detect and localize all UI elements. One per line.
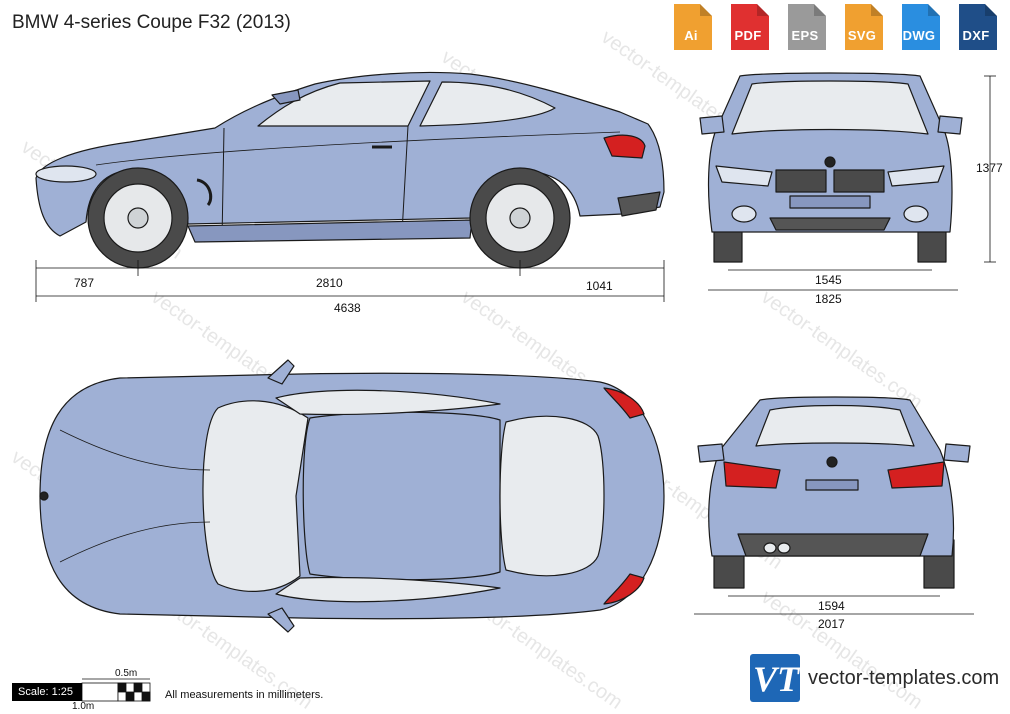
rear-taillight-right: [887, 461, 945, 489]
page-title: BMW 4-series Coupe F32 (2013): [12, 12, 291, 33]
side-headlight: [35, 165, 97, 183]
front-fog-right: [903, 205, 929, 223]
brand-logo-text: VT: [753, 659, 800, 699]
scale-label: Scale: 1:25: [12, 683, 82, 701]
side-shoulder-line: [95, 131, 621, 166]
side-view: [35, 71, 665, 269]
side-taillight: [603, 134, 646, 159]
format-ai-button[interactable]: Ai: [670, 4, 712, 50]
side-rocker: [187, 219, 473, 243]
rear-logo: [826, 456, 838, 468]
rear-overhang-label: 1041: [586, 279, 613, 293]
height-label: 1377: [976, 161, 1003, 175]
format-dxf-button[interactable]: DXF: [955, 4, 997, 50]
top-view: [39, 359, 665, 633]
rear-mirror-right: [943, 443, 971, 463]
measurement-note: All measurements in millimeters.: [165, 689, 324, 701]
format-dwg-button[interactable]: DWG: [898, 4, 940, 50]
front-headlight-right: [887, 165, 945, 187]
wheelbase-label: 2810: [316, 276, 343, 290]
width-label: 1825: [815, 292, 842, 306]
format-pdf-label: PDF: [734, 28, 762, 43]
front-headlight-left: [715, 165, 773, 187]
scale-bar: [81, 678, 151, 702]
file-icon: [845, 4, 883, 50]
top-side-glass-upper: [275, 389, 501, 416]
format-svg-button[interactable]: SVG: [841, 4, 883, 50]
file-icon: [788, 4, 826, 50]
front-dimensions: [708, 75, 996, 291]
scale-one-meter-label: 1.0m: [72, 701, 95, 712]
watermark: vector-templates.com: [757, 286, 926, 414]
file-icon: [902, 4, 940, 50]
front-kidney-grille-right: [833, 169, 885, 193]
rear-dimensions: [694, 595, 974, 615]
format-dxf-label: DXF: [962, 28, 990, 43]
top-mirror-lower: [267, 607, 295, 633]
brand-logo[interactable]: VT: [750, 654, 800, 702]
rear-mirror-left: [697, 443, 725, 463]
top-hood-lines: [59, 429, 211, 563]
top-windshield: [202, 400, 309, 592]
front-mirror-right: [937, 115, 963, 135]
top-rear-window: [499, 415, 605, 577]
format-svg-label: SVG: [847, 28, 877, 43]
file-icon: [731, 4, 769, 50]
front-view: [699, 72, 963, 263]
front-lower-intake: [769, 217, 891, 231]
side-air-breather: [196, 178, 213, 206]
format-dwg-label: DWG: [902, 28, 936, 43]
front-overhang-label: 787: [74, 276, 94, 290]
top-mirror-upper: [267, 359, 295, 385]
top-front-logo: [39, 491, 49, 501]
front-logo: [824, 156, 836, 168]
side-rear-bumper: [617, 191, 661, 217]
front-plate: [789, 195, 871, 209]
format-eps-button[interactable]: EPS: [784, 4, 826, 50]
top-taillight-upper: [603, 387, 645, 419]
width-mirrors-label: 2017: [818, 617, 845, 631]
rear-window: [755, 404, 915, 447]
top-taillight-lower: [603, 573, 645, 605]
front-kidney-grille-left: [775, 169, 827, 193]
scale-half-meter-label: 0.5m: [115, 668, 138, 679]
side-rear-window: [419, 81, 556, 127]
side-door-line: [221, 125, 409, 241]
rear-plate-recess: [805, 479, 859, 491]
side-window: [257, 80, 431, 127]
format-pdf-button[interactable]: PDF: [727, 4, 769, 50]
front-mirror-left: [699, 115, 725, 135]
top-roof: [302, 411, 501, 581]
side-mirror: [271, 89, 301, 105]
front-track-label: 1545: [815, 273, 842, 287]
format-ai-label: Ai: [684, 28, 698, 43]
rear-track-label: 1594: [818, 599, 845, 613]
side-rear-hub: [509, 207, 531, 229]
file-icon: [674, 4, 712, 50]
rear-taillight-left: [723, 461, 781, 489]
format-eps-label: EPS: [791, 28, 819, 43]
brand-link[interactable]: vector-templates.com: [808, 667, 1000, 689]
length-label: 4638: [334, 301, 361, 315]
side-front-hub: [127, 207, 149, 229]
rear-exhaust-left: [763, 542, 777, 554]
front-windshield: [731, 80, 929, 135]
side-dimensions: [35, 260, 665, 302]
front-fog-left: [731, 205, 757, 223]
top-side-glass-lower: [275, 576, 501, 603]
rear-view: [697, 396, 971, 589]
rear-exhaust-right: [777, 542, 791, 554]
file-icon: [959, 4, 997, 50]
